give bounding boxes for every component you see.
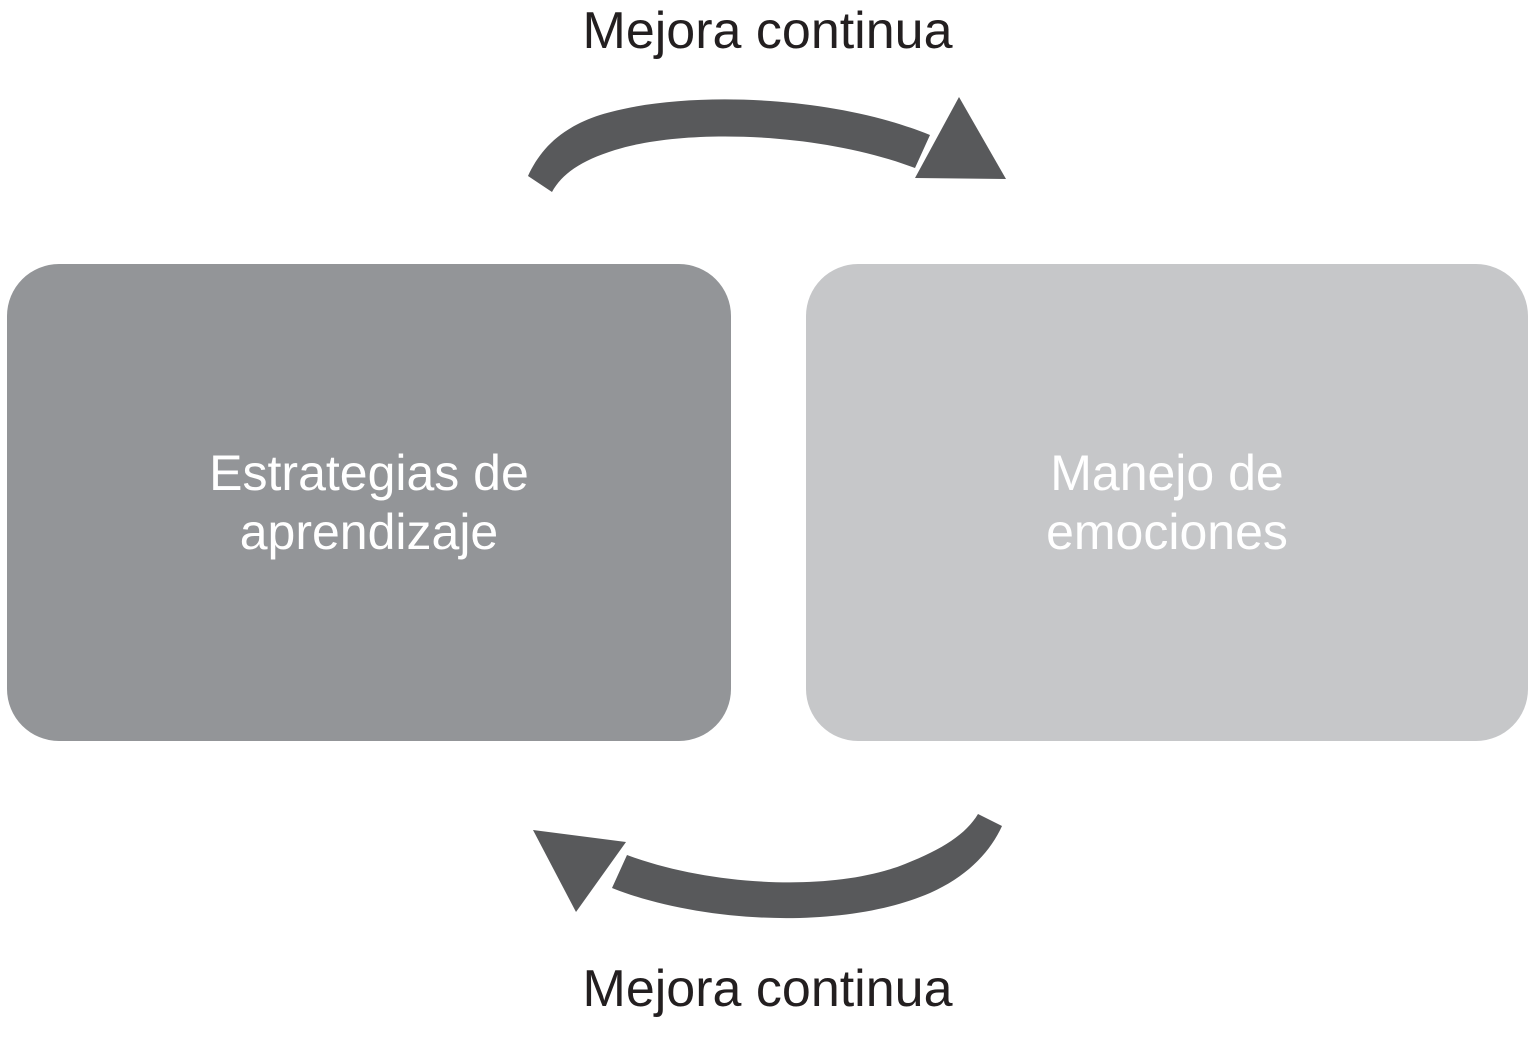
node-manejo-de-emociones[interactable]: Manejo de emociones	[806, 264, 1528, 741]
node-label: Manejo de emociones	[1046, 444, 1288, 560]
arrow-bottom-label: Mejora continua	[582, 960, 953, 1018]
arrow-top-icon	[528, 97, 1006, 192]
arrow-top-label: Mejora continua	[582, 2, 953, 60]
arrow-bottom-icon	[533, 814, 1002, 919]
node-estrategias-de-aprendizaje[interactable]: Estrategias de aprendizaje	[7, 264, 731, 741]
node-label: Estrategias de aprendizaje	[209, 444, 529, 560]
